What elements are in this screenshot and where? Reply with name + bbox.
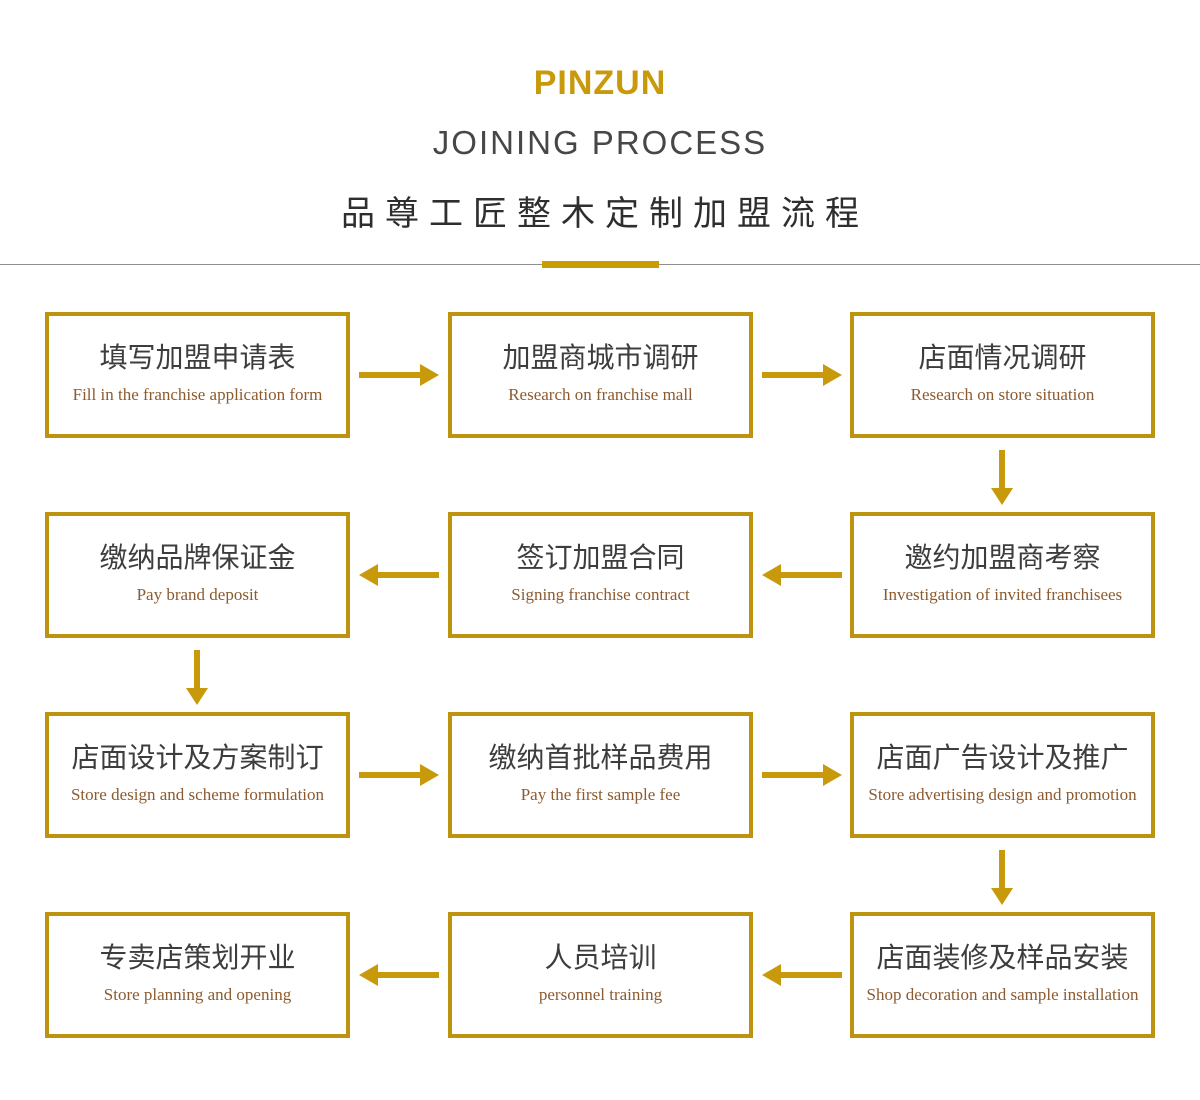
arrow-shaft	[762, 372, 826, 378]
arrow-down-icon	[186, 650, 208, 705]
arrow-right-icon	[762, 764, 842, 786]
arrow-head	[359, 564, 378, 586]
flow-box-sign-contract: 签订加盟合同 Signing franchise contract	[448, 512, 753, 638]
arrow-head	[991, 488, 1013, 505]
arrow-head	[762, 964, 781, 986]
brand-logo-text: PINZUN	[533, 64, 667, 102]
arrow-shaft	[375, 572, 439, 578]
arrow-head	[823, 364, 842, 386]
arrow-shaft	[778, 572, 842, 578]
arrow-shaft	[375, 972, 439, 978]
box-title: 缴纳品牌保证金	[99, 542, 296, 573]
box-title: 店面装修及样品安装	[876, 942, 1129, 973]
arrow-head	[762, 564, 781, 586]
flow-box-fill-application: 填写加盟申请表 Fill in the franchise applicatio…	[45, 312, 350, 438]
box-subtitle: Investigation of invited franchisees	[882, 585, 1123, 604]
box-title: 专卖店策划开业	[99, 942, 296, 973]
arrow-head	[420, 764, 439, 786]
arrow-shaft	[778, 972, 842, 978]
arrow-left-icon	[359, 964, 439, 986]
arrow-shaft	[999, 850, 1005, 889]
box-subtitle: Pay the first sample fee	[520, 785, 681, 804]
box-subtitle: Store design and scheme formulation	[70, 785, 325, 804]
arrow-left-icon	[762, 964, 842, 986]
box-title: 店面广告设计及推广	[876, 742, 1129, 773]
flow-box-city-research: 加盟商城市调研 Research on franchise mall	[448, 312, 753, 438]
box-title: 加盟商城市调研	[502, 342, 699, 373]
flow-box-store-opening: 专卖店策划开业 Store planning and opening	[45, 912, 350, 1038]
box-title: 填写加盟申请表	[99, 342, 296, 373]
box-title: 店面情况调研	[918, 342, 1087, 373]
box-subtitle: Fill in the franchise application form	[72, 385, 323, 404]
arrow-head	[823, 764, 842, 786]
arrow-shaft	[194, 650, 200, 689]
box-subtitle: Shop decoration and sample installation	[866, 985, 1139, 1004]
box-subtitle: personnel training	[538, 985, 663, 1004]
flow-box-invite-inspection: 邀约加盟商考察 Investigation of invited franchi…	[850, 512, 1155, 638]
box-subtitle: Pay brand deposit	[136, 585, 259, 604]
page-title-zh: 品尊工匠整木定制加盟流程	[341, 195, 869, 233]
arrow-left-icon	[359, 564, 439, 586]
arrow-head	[186, 688, 208, 705]
page-title-en: JOINING PROCESS	[432, 124, 768, 161]
arrow-right-icon	[359, 764, 439, 786]
box-subtitle: Research on store situation	[910, 385, 1095, 404]
arrow-head	[991, 888, 1013, 905]
box-title: 店面设计及方案制订	[71, 742, 324, 773]
box-title: 缴纳首批样品费用	[488, 742, 713, 773]
box-subtitle: Store planning and opening	[103, 985, 292, 1004]
flow-box-personnel-training: 人员培训 personnel training	[448, 912, 753, 1038]
arrow-shaft	[999, 450, 1005, 489]
box-subtitle: Signing franchise contract	[511, 585, 690, 604]
arrow-right-icon	[762, 364, 842, 386]
arrow-head	[359, 964, 378, 986]
box-subtitle: Research on franchise mall	[508, 385, 693, 404]
box-title: 签订加盟合同	[516, 542, 685, 573]
arrow-shaft	[762, 772, 826, 778]
arrow-head	[420, 364, 439, 386]
arrow-shaft	[359, 772, 423, 778]
flow-box-sample-fee: 缴纳首批样品费用 Pay the first sample fee	[448, 712, 753, 838]
flow-box-store-design: 店面设计及方案制订 Store design and scheme formul…	[45, 712, 350, 838]
arrow-down-icon	[991, 450, 1013, 505]
arrow-down-icon	[991, 850, 1013, 905]
flow-box-ad-design: 店面广告设计及推广 Store advertising design and p…	[850, 712, 1155, 838]
flow-box-brand-deposit: 缴纳品牌保证金 Pay brand deposit	[45, 512, 350, 638]
arrow-left-icon	[762, 564, 842, 586]
header-divider-gold-accent	[542, 261, 659, 268]
flow-box-store-research: 店面情况调研 Research on store situation	[850, 312, 1155, 438]
flow-box-decoration-installation: 店面装修及样品安装 Shop decoration and sample ins…	[850, 912, 1155, 1038]
box-subtitle: Store advertising design and promotion	[868, 785, 1137, 804]
arrow-shaft	[359, 372, 423, 378]
box-title: 人员培训	[544, 942, 657, 973]
arrow-right-icon	[359, 364, 439, 386]
box-title: 邀约加盟商考察	[904, 542, 1101, 573]
